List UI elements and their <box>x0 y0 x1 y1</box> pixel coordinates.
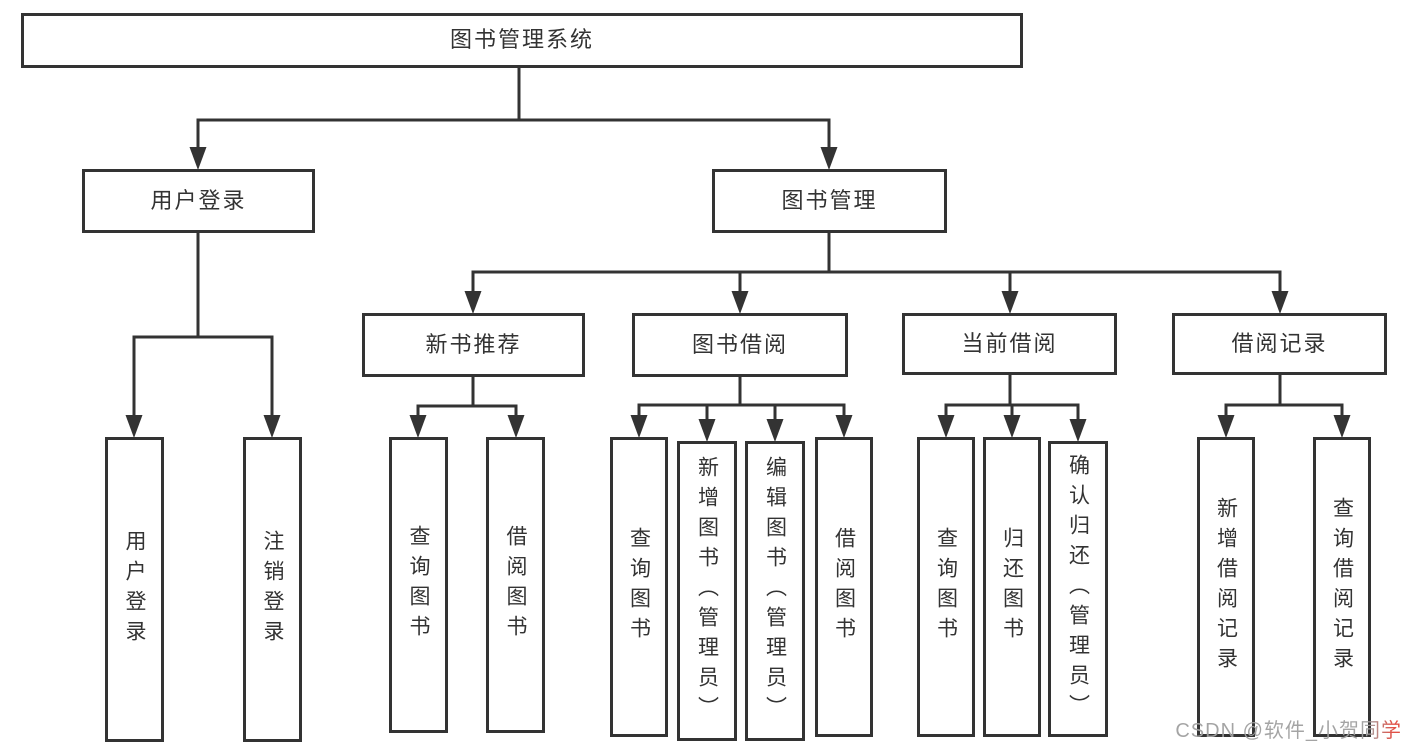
connector-arrowhead <box>731 291 749 314</box>
node-book-management: 图书管理 <box>712 169 947 233</box>
node-new-book-recommendation: 新书推荐 <box>362 313 585 377</box>
node-book-borrowing: 图书借阅 <box>632 313 848 377</box>
connector-arrowhead <box>835 415 853 438</box>
node-user-login: 用户登录 <box>82 169 315 233</box>
connector-arrowhead <box>507 415 525 438</box>
leaf-edit-books-admin: 编辑图书（管理员） <box>745 441 805 741</box>
leaf-query-books-current: 查询图书 <box>917 437 975 737</box>
leaf-borrow-books-borrowing: 借阅图书 <box>815 437 873 737</box>
connector-arrowhead <box>1217 415 1235 438</box>
leaf-add-borrow-record: 新增借阅记录 <box>1197 437 1255 737</box>
connector-arrowhead <box>464 291 482 314</box>
leaf-borrow-books-recommend: 借阅图书 <box>486 437 545 733</box>
connector-arrowhead <box>630 415 648 438</box>
leaf-user-login: 用户登录 <box>105 437 164 742</box>
connector-arrowhead <box>698 419 716 442</box>
leaf-confirm-return-admin: 确认归还（管理员） <box>1048 441 1108 737</box>
node-current-borrowing: 当前借阅 <box>902 313 1117 375</box>
connector-arrowhead <box>937 415 955 438</box>
connector-arrowhead <box>263 415 281 438</box>
leaf-query-books-borrowing: 查询图书 <box>610 437 668 737</box>
connector-arrowhead <box>409 415 427 438</box>
connector-arrowhead <box>1271 291 1289 314</box>
leaf-query-books-recommend: 查询图书 <box>389 437 448 733</box>
connector-arrowhead <box>1069 419 1087 442</box>
csdn-watermark: CSDN @软件_小贺同学 <box>1175 714 1402 743</box>
leaf-logout: 注销登录 <box>243 437 302 742</box>
connector-arrowhead <box>1333 415 1351 438</box>
connector-arrowhead <box>125 415 143 438</box>
node-borrowing-records: 借阅记录 <box>1172 313 1387 375</box>
connector-arrowhead <box>1001 291 1019 314</box>
connector-arrowhead <box>1003 415 1021 438</box>
leaf-return-books: 归还图书 <box>983 437 1041 737</box>
leaf-add-books-admin: 新增图书（管理员） <box>677 441 737 741</box>
connector-arrowhead <box>189 147 207 170</box>
connector-arrowhead <box>820 147 838 170</box>
connector-arrowhead <box>766 419 784 442</box>
leaf-query-borrow-record: 查询借阅记录 <box>1313 437 1371 737</box>
node-library-management-system: 图书管理系统 <box>21 13 1023 68</box>
